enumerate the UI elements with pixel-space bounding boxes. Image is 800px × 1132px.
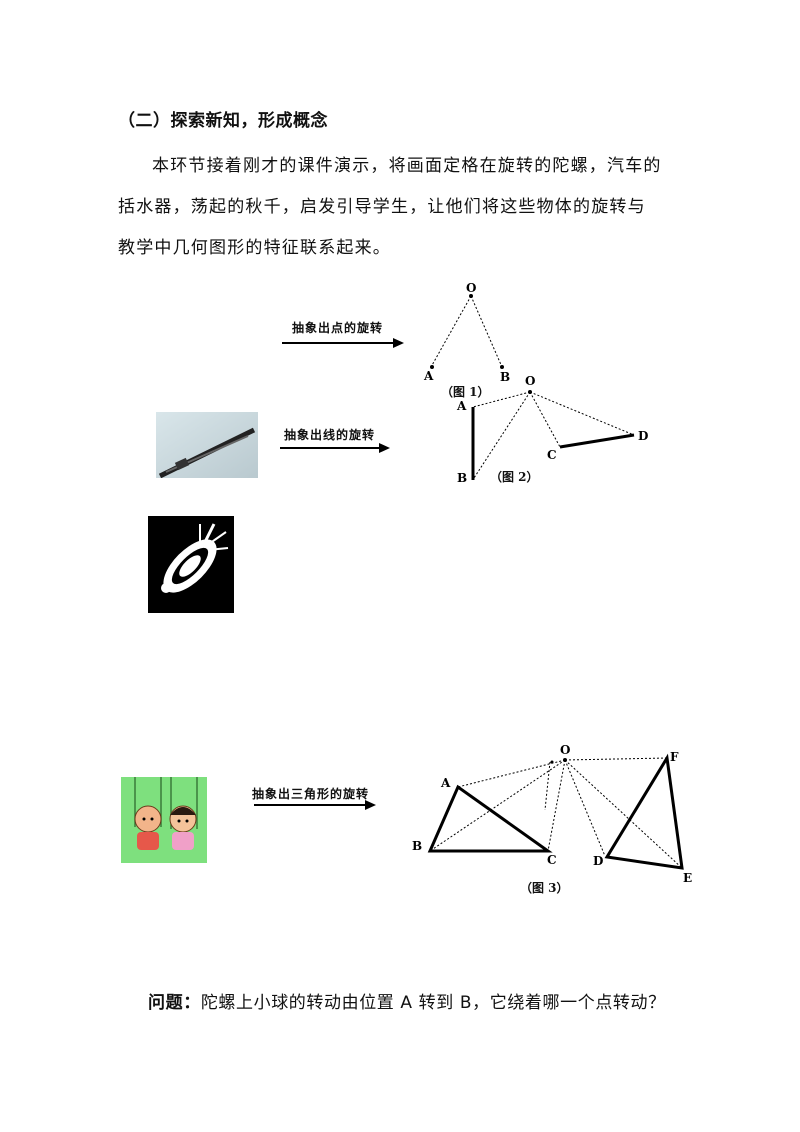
- swing-cartoon-image: [121, 777, 207, 863]
- arrow-line: [280, 443, 390, 453]
- fig2-label-b: B: [457, 471, 467, 485]
- arrow-label-line: 抽象出线的旋转: [284, 428, 376, 442]
- fig3-caption: （图 3）: [520, 881, 569, 895]
- figure-2-line-rotation: O A B C D: [456, 374, 648, 485]
- question-text: 陀螺上小球的转动由位置 A 转到 B，它绕着哪一个点转动？: [200, 993, 666, 1013]
- arrow-label-point: 抽象出点的旋转: [292, 321, 384, 335]
- fig3-label-o: O: [560, 743, 570, 757]
- fig2-label-o: O: [525, 374, 535, 388]
- figure-3-triangle-rotation: O A B C D E F: [412, 743, 692, 885]
- fig2-label-d: D: [638, 429, 648, 443]
- fig1-caption: （图 1）: [441, 385, 490, 399]
- fig3-label-c: C: [547, 853, 557, 867]
- fig2-label-a: A: [456, 399, 467, 413]
- fig2-label-c: C: [547, 448, 557, 462]
- arrow-point: [282, 338, 404, 348]
- fig3-label-a: A: [440, 776, 451, 790]
- question: 问题：陀螺上小球的转动由位置 A 转到 B，它绕着哪一个点转动？: [148, 988, 666, 1013]
- arrow-triangle: [254, 800, 376, 810]
- fig3-label-e: E: [683, 871, 692, 885]
- wiper-photo: [156, 412, 258, 478]
- figure-1-point-rotation: O A B: [423, 281, 510, 384]
- fig3-label-d: D: [593, 854, 603, 868]
- fig1-label-b: B: [500, 370, 510, 384]
- fig3-label-b: B: [412, 839, 422, 853]
- fig3-label-f: F: [670, 750, 679, 764]
- fig1-label-a: A: [423, 369, 434, 383]
- arrow-label-triangle: 抽象出三角形的旋转: [252, 787, 370, 801]
- section-heading: （二）探索新知，形成概念: [118, 111, 328, 131]
- paragraph-line-2: 括水器，荡起的秋千，启发引导学生，让他们将这些物体的旋转与: [118, 197, 646, 217]
- spinning-top-image: [148, 516, 234, 613]
- paragraph-line-1: 本环节接着刚才的课件演示，将画面定格在旋转的陀螺，汽车的: [152, 156, 662, 176]
- fig2-caption: （图 2）: [490, 470, 539, 484]
- paragraph-line-3: 教学中几何图形的特征联系起来。: [118, 238, 391, 258]
- intro-paragraph: 本环节接着刚才的课件演示，将画面定格在旋转的陀螺，汽车的 括水器，荡起的秋千，启…: [118, 146, 698, 269]
- fig1-label-o: O: [466, 281, 476, 295]
- question-label: 问题：: [148, 993, 201, 1013]
